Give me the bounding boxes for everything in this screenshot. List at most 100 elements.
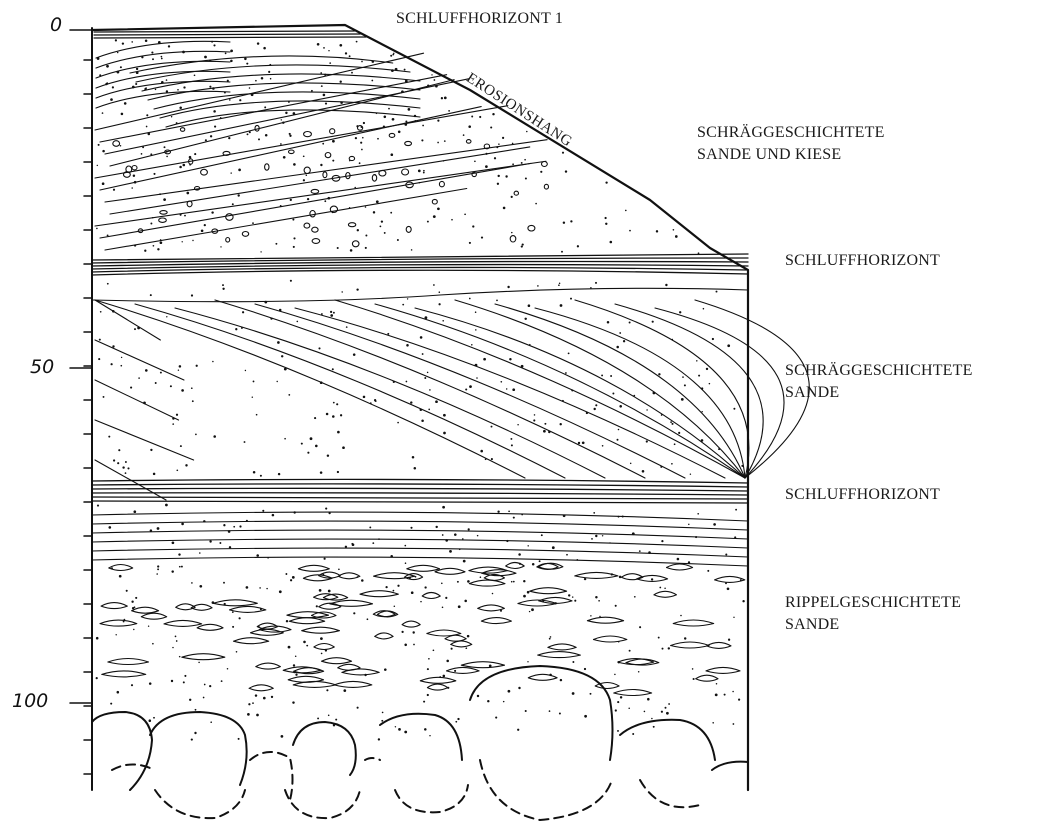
sand-grain: [181, 389, 184, 392]
sand-grain: [333, 402, 335, 404]
sand-grain: [528, 304, 531, 307]
sand-grain: [666, 712, 669, 715]
sand-grain: [518, 687, 520, 689]
sand-grain: [112, 86, 114, 88]
sand-grain: [390, 55, 392, 57]
sand-grain: [408, 108, 411, 111]
ripple-lens: [420, 677, 456, 683]
sand-grain: [574, 600, 576, 602]
sand-grain: [469, 385, 472, 388]
sand-grain: [184, 215, 186, 217]
sand-grain: [134, 606, 136, 608]
sand-grain: [178, 369, 179, 370]
ripple-lens: [249, 685, 273, 691]
sand-grain: [393, 590, 395, 592]
sand-grain: [170, 385, 172, 387]
sand-grain: [317, 717, 319, 719]
sand-grain: [525, 177, 527, 179]
sand-grain: [318, 347, 320, 349]
sand-grain: [271, 696, 273, 698]
sand-grain: [397, 585, 399, 587]
sand-grain: [392, 118, 395, 121]
sand-grain: [286, 620, 288, 622]
sand-grain: [469, 242, 471, 244]
boulder-outline: [150, 712, 247, 785]
sand-grain: [492, 113, 494, 115]
sand-grain: [668, 647, 670, 649]
sand-grain: [421, 420, 424, 423]
cross-bed: [375, 304, 745, 478]
sand-grain: [282, 121, 284, 123]
sand-grain: [494, 157, 496, 159]
label-cross-bedded-sands-gravels-2: SANDE UND KIESE: [697, 144, 841, 166]
sand-grain: [518, 553, 521, 556]
sand-grain: [422, 125, 424, 127]
sand-grain: [383, 126, 385, 128]
sand-grain: [508, 690, 511, 693]
sand-grain: [118, 449, 120, 451]
sand-grain: [521, 246, 523, 248]
sand-grain: [279, 309, 282, 312]
sand-grain: [433, 284, 435, 286]
sand-grain: [475, 329, 477, 331]
sand-grain: [252, 396, 253, 397]
silt-lamina: [92, 488, 748, 491]
sand-grain: [182, 241, 183, 242]
sand-grain: [572, 596, 573, 597]
sand-grain: [671, 423, 673, 425]
sand-grain: [326, 413, 329, 416]
sand-grain: [157, 527, 160, 530]
ripple-lens: [451, 641, 472, 647]
sand-grain: [633, 395, 635, 397]
sand-grain: [540, 171, 542, 173]
sand-grain: [239, 617, 241, 619]
pebble: [312, 239, 320, 244]
ripple-lens: [132, 607, 159, 613]
sand-grain: [356, 41, 358, 43]
sand-grain: [566, 554, 568, 556]
sand-grain: [131, 187, 133, 189]
trough-lamina: [136, 65, 410, 82]
ripple-lens: [314, 644, 334, 650]
sand-grain: [192, 240, 193, 241]
ripple-lens: [330, 600, 373, 606]
sand-grain: [434, 79, 436, 81]
sand-grain: [590, 615, 591, 616]
sand-grain: [634, 596, 636, 598]
sand-grain: [194, 153, 196, 155]
sand-grain: [156, 573, 158, 575]
sand-grain: [205, 139, 207, 141]
sand-grain: [644, 711, 646, 713]
sand-grain: [213, 44, 215, 46]
sand-grain: [628, 707, 630, 709]
sand-grain: [151, 52, 153, 54]
ripple-lens: [707, 642, 731, 648]
sand-grain: [402, 304, 404, 306]
sand-grain: [407, 298, 408, 299]
silt-lamina: [92, 479, 748, 483]
sand-grain: [363, 396, 366, 399]
sand-grain: [180, 214, 182, 216]
ripple-lens: [334, 681, 372, 687]
sand-grain: [130, 387, 132, 389]
sand-grain: [393, 53, 394, 54]
sand-grain: [321, 85, 323, 87]
sand-grain: [230, 50, 233, 53]
sand-grain: [328, 50, 329, 51]
sand-grain: [363, 122, 365, 124]
sand-grain: [219, 542, 221, 544]
sand-grain: [192, 400, 194, 402]
sand-grain: [361, 61, 363, 63]
boulder-outline: [620, 720, 715, 760]
sand-grain: [141, 153, 143, 155]
sand-grain: [463, 560, 466, 563]
sand-grain: [171, 570, 173, 572]
sand-grain: [246, 586, 249, 589]
sand-grain: [521, 162, 523, 164]
sand-grain: [498, 175, 500, 177]
sand-grain: [577, 245, 579, 247]
sand-grain: [194, 732, 196, 734]
sand-grain: [616, 346, 619, 349]
sand-grain: [647, 698, 650, 701]
sand-grain: [471, 116, 473, 118]
